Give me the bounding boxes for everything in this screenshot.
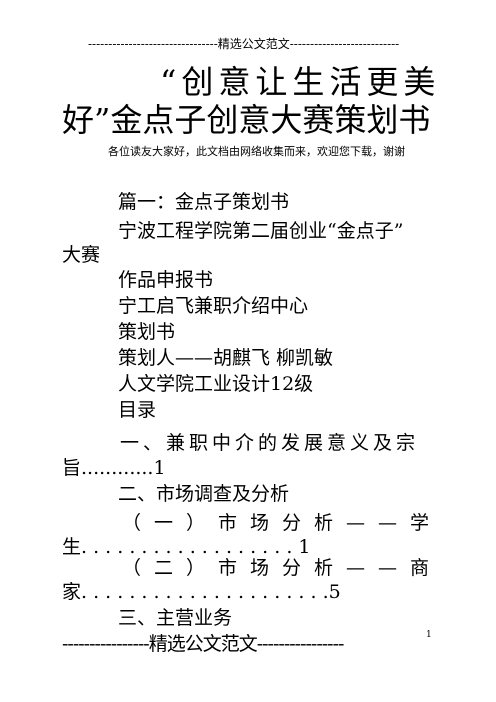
page-footer: ----------------精选公文范文---------------- — [62, 633, 344, 655]
download-notice: 各位读友大家好，此文档由网络收集而来，欢迎您下载，谢谢 — [108, 145, 405, 158]
toc-entry-continuation: 生. . . . . . . . . . . . . . . . . . 1 — [62, 536, 311, 558]
toc-entry: （一）市场分析——学 — [122, 512, 443, 534]
body-text-line: 人文学院工业设计12级 — [118, 373, 314, 395]
page-number: 1 — [426, 630, 432, 640]
body-text-line: 大赛 — [62, 244, 101, 266]
body-text-line: 策划书 — [118, 321, 176, 343]
body-text-line: 作品申报书 — [118, 269, 214, 291]
toc-entry: 三、主营业务 — [118, 607, 233, 629]
document-title-line-1: “创意让生活更美 — [160, 63, 441, 101]
toc-entry-continuation: 家. . . . . . . . . . . . . . . . . . . .… — [62, 581, 341, 603]
body-text-line: 宁工启飞兼职介绍中心 — [118, 295, 309, 317]
toc-entry-continuation: 旨............1 — [62, 457, 166, 479]
toc-heading: 目录 — [118, 399, 157, 421]
page-header: --------------------------------精选公文范文--… — [88, 37, 400, 51]
body-text-line: 宁波工程学院第二届创业“金点子” — [118, 220, 404, 242]
toc-entry: 一、兼职中介的发展意义及宗 — [120, 432, 420, 454]
body-text-line: 策划人——胡麒飞 柳凯敏 — [118, 347, 334, 369]
document-title-line-2: 好”金点子创意大赛策划书 — [62, 101, 431, 139]
toc-entry: （二）市场分析——商 — [122, 557, 443, 579]
toc-entry: 二、市场调查及分析 — [118, 483, 290, 505]
section-heading: 篇一：金点子策划书 — [118, 191, 290, 213]
